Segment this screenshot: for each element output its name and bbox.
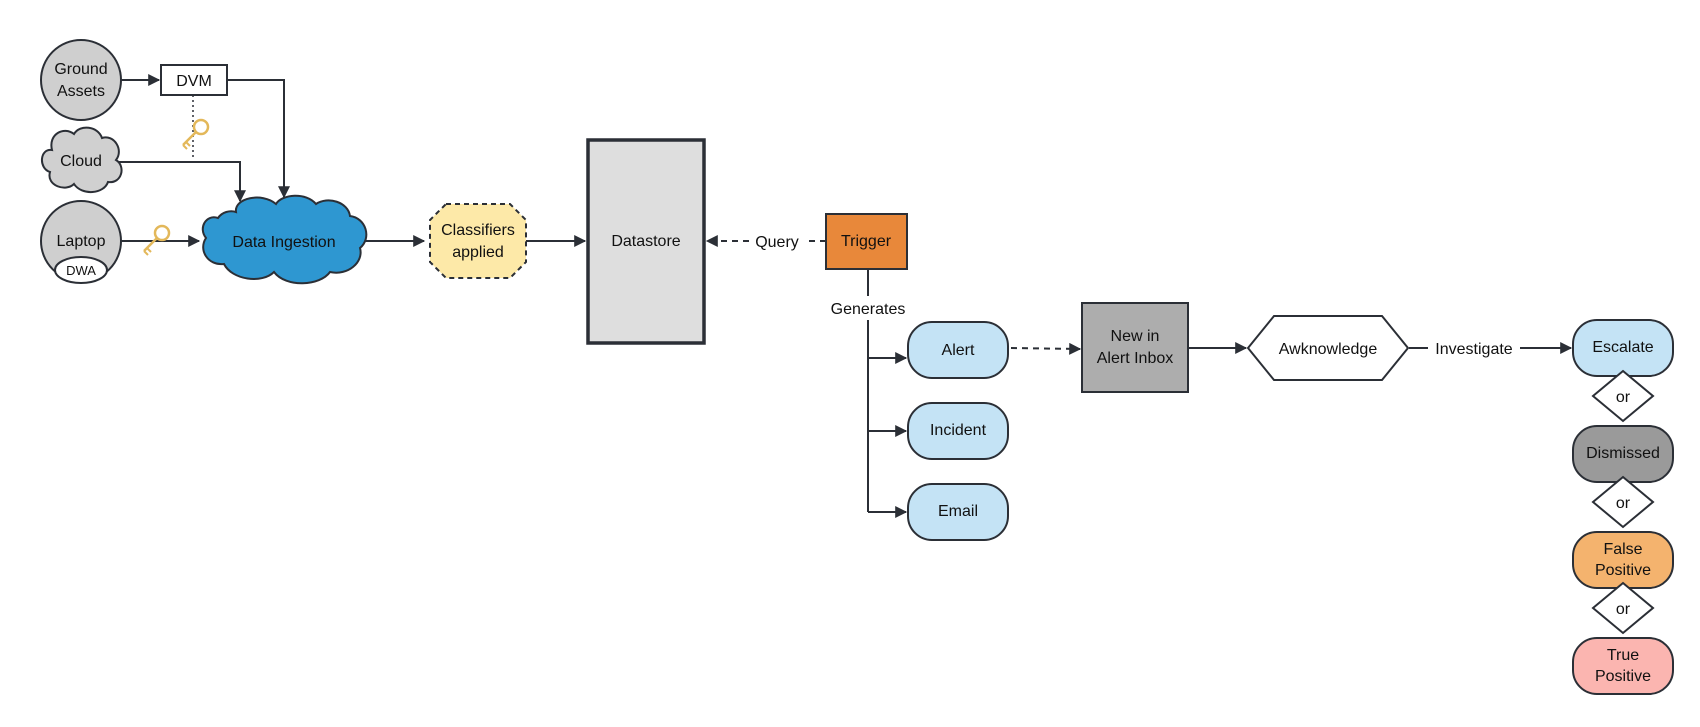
incident-label: Incident — [930, 422, 987, 439]
email-label: Email — [938, 503, 978, 520]
inbox-line2: Alert Inbox — [1097, 350, 1173, 367]
trigger-label: Trigger — [841, 233, 892, 250]
edges: Query Generates Investigate — [114, 74, 1573, 518]
edge-label-generates: Generates — [831, 301, 906, 318]
cloud-label: Cloud — [60, 153, 102, 170]
key-icon — [143, 224, 171, 256]
node-incident: Incident — [907, 402, 1009, 460]
escalate-label: Escalate — [1592, 339, 1653, 356]
node-data-ingestion: Data Ingestion — [201, 194, 368, 285]
node-true-positive: True Positive — [1572, 637, 1674, 695]
or-label: or — [1616, 389, 1631, 406]
inbox-line1: New in — [1111, 328, 1160, 345]
node-alert: Alert — [907, 321, 1009, 379]
true-positive-line2: Positive — [1595, 668, 1651, 685]
node-datastore: Datastore — [586, 138, 706, 345]
dvm-label: DVM — [176, 73, 212, 90]
false-positive-line1: False — [1603, 541, 1642, 558]
awknowledge-label: Awknowledge — [1279, 341, 1378, 358]
node-ground-assets: Ground Assets — [40, 39, 122, 121]
node-classifiers-applied: Classifiers applied — [429, 203, 527, 279]
node-new-in-alert-inbox: New in Alert Inbox — [1081, 302, 1189, 393]
data-ingestion-label: Data Ingestion — [232, 234, 335, 251]
datastore-label: Datastore — [611, 233, 680, 250]
alert-label: Alert — [942, 342, 975, 359]
or-label: or — [1616, 495, 1631, 512]
false-positive-line2: Positive — [1595, 562, 1651, 579]
node-trigger: Trigger — [825, 213, 908, 270]
ground-assets-line2: Assets — [57, 83, 105, 100]
node-laptop: Laptop DWA — [40, 200, 122, 284]
dwa-label: DWA — [66, 263, 96, 278]
edge-label-query: Query — [755, 234, 799, 251]
node-dvm: DVM — [160, 64, 228, 96]
edge-cloud-to-ingestion — [114, 161, 246, 203]
node-escalate: Escalate — [1572, 319, 1674, 377]
edge-dvm-to-ingestion — [226, 79, 290, 199]
laptop-label: Laptop — [57, 233, 106, 250]
edge-label-investigate: Investigate — [1435, 341, 1512, 358]
or-diamond: or — [1591, 369, 1655, 423]
classifiers-line1: Classifiers — [441, 222, 515, 239]
key-icon — [182, 118, 210, 150]
or-diamond: or — [1591, 475, 1655, 529]
node-awknowledge: Awknowledge — [1246, 315, 1410, 381]
node-cloud: Cloud — [41, 126, 123, 193]
node-email: Email — [907, 483, 1009, 541]
classifiers-line2: applied — [452, 244, 504, 261]
dismissed-label: Dismissed — [1586, 445, 1660, 462]
or-diamond: or — [1591, 581, 1655, 635]
true-positive-line1: True — [1607, 647, 1639, 664]
or-label: or — [1616, 601, 1631, 618]
node-false-positive: False Positive — [1572, 531, 1674, 589]
edge-alert-to-inbox — [1010, 342, 1082, 355]
ground-assets-line1: Ground — [54, 61, 107, 78]
node-dismissed: Dismissed — [1572, 425, 1674, 483]
